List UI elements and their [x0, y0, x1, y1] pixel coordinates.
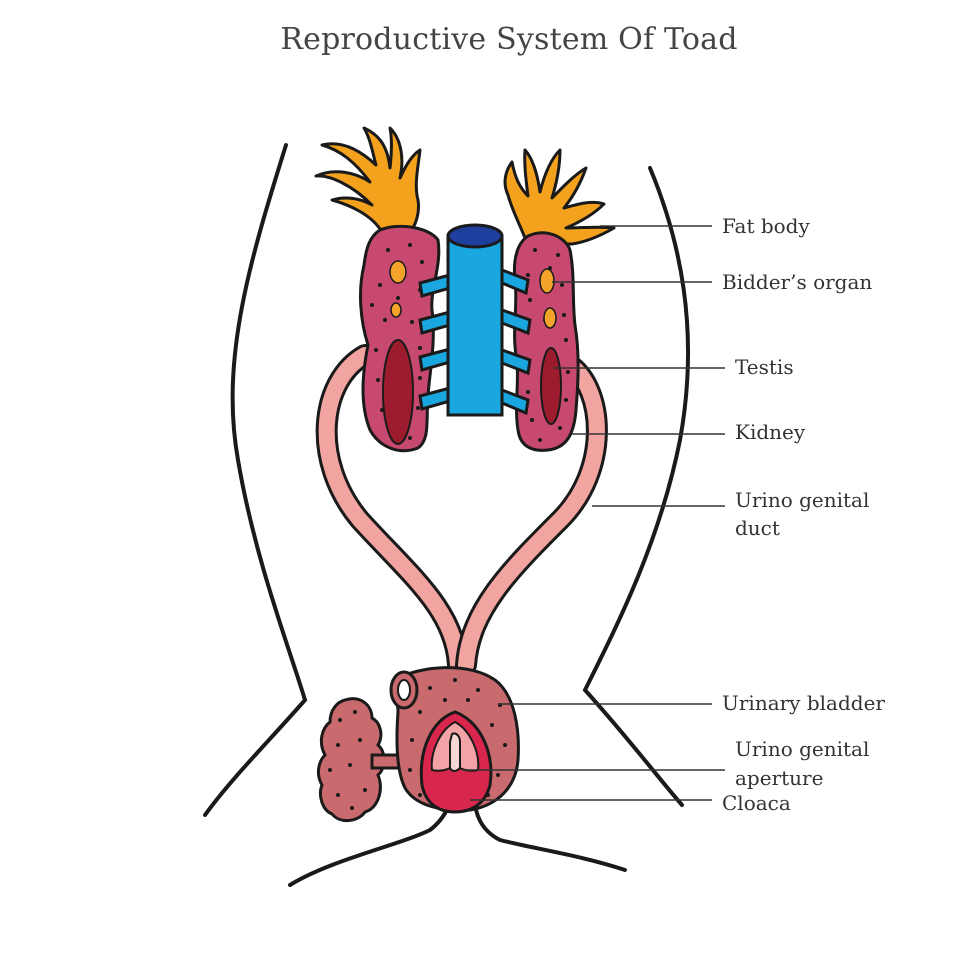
bidders-organ-right-1	[539, 268, 555, 294]
body-outline-right	[582, 166, 691, 807]
testis-right	[540, 347, 562, 425]
kidney-right	[512, 231, 580, 452]
fat-body-right	[503, 148, 616, 246]
bladder-dots	[328, 678, 507, 810]
urinary-bladder-lobe	[316, 697, 386, 822]
urino-genital-aperture	[449, 732, 461, 772]
label-testis: Testis	[735, 355, 794, 379]
urino-genital-duct-right-fill	[458, 357, 605, 673]
label-urino-genital-duct-line2: duct	[735, 516, 780, 540]
testis-left	[382, 339, 414, 445]
label-bidders-organ: Bidder’s organ	[722, 270, 873, 294]
urino-genital-duct-left-fill	[318, 347, 466, 673]
vena-cava	[446, 234, 504, 417]
body-outline-bottom-right	[473, 798, 627, 872]
vena-cava-top	[446, 223, 504, 249]
label-urinary-bladder: Urinary bladder	[722, 691, 885, 715]
fat-body-left	[314, 126, 422, 234]
label-cloaca: Cloaca	[722, 791, 791, 815]
bladder-opening-inner	[397, 679, 411, 701]
label-fat-body: Fat body	[722, 214, 810, 238]
label-urino-genital-duct-line1: Urino genital	[735, 488, 870, 512]
label-urino-genital-aperture-line1: Urino genital	[735, 737, 870, 761]
bidders-organ-right-2	[543, 307, 557, 329]
label-kidney: Kidney	[735, 420, 806, 444]
diagram-title: Reproductive System Of Toad	[280, 22, 738, 57]
body-outline-left	[203, 143, 308, 817]
leader-lines	[462, 225, 725, 801]
vena-cava-branches	[418, 267, 532, 416]
label-urino-genital-aperture-line2: aperture	[735, 766, 824, 790]
bidders-organ-left-2	[390, 302, 402, 318]
bidders-organ-left-1	[389, 260, 407, 284]
